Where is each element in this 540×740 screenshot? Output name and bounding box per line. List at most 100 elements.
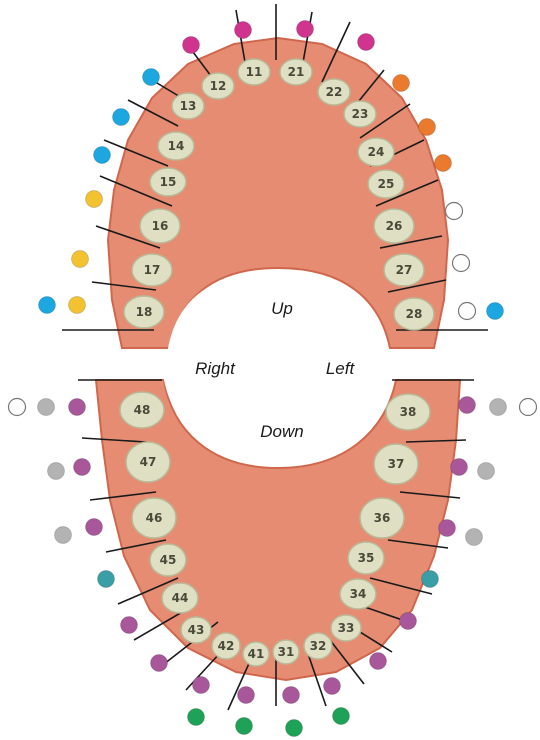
tooth-number: 31 <box>278 645 295 659</box>
purple-marker <box>121 617 138 634</box>
blue-marker <box>94 147 111 164</box>
grey-marker <box>490 399 507 416</box>
green-marker <box>236 718 253 735</box>
tooth-number: 18 <box>136 305 153 319</box>
tooth-15: 15 <box>150 168 186 196</box>
teal-marker <box>422 571 439 588</box>
white-marker <box>459 303 476 320</box>
tooth-32: 32 <box>304 633 332 659</box>
tooth-33: 33 <box>331 615 361 641</box>
tooth-number: 28 <box>406 307 423 321</box>
tooth-number: 13 <box>180 99 197 113</box>
jaw-arches <box>96 38 460 680</box>
white-marker <box>9 399 26 416</box>
tooth-number: 36 <box>374 511 391 525</box>
blue-marker <box>143 69 160 86</box>
teal-marker <box>98 571 115 588</box>
tooth-number: 22 <box>326 85 343 99</box>
tooth-24: 24 <box>358 138 394 166</box>
purple-marker <box>324 678 341 695</box>
purple-marker <box>69 399 86 416</box>
tooth-43: 43 <box>181 617 211 643</box>
white-marker <box>453 255 470 272</box>
blue-marker <box>113 109 130 126</box>
label-right: Right <box>195 359 236 378</box>
white-marker <box>520 399 537 416</box>
tooth-41: 41 <box>243 642 269 666</box>
tooth-16: 16 <box>140 209 180 243</box>
pink-marker <box>358 34 375 51</box>
green-marker <box>333 708 350 725</box>
grey-marker <box>478 463 495 480</box>
tooth-number: 47 <box>140 455 157 469</box>
tooth-23: 23 <box>344 101 376 127</box>
blue-marker <box>39 297 56 314</box>
purple-marker <box>370 653 387 670</box>
tooth-number: 38 <box>400 405 417 419</box>
tooth-number: 35 <box>358 551 375 565</box>
pink-marker <box>297 21 314 38</box>
tooth-number: 16 <box>152 219 169 233</box>
tooth-number: 33 <box>338 621 355 635</box>
tooth-42: 42 <box>212 633 240 659</box>
tooth-number: 17 <box>144 263 161 277</box>
tooth-47: 47 <box>126 442 170 482</box>
purple-marker <box>151 655 168 672</box>
tooth-number: 14 <box>168 139 185 153</box>
tooth-number: 11 <box>246 65 263 79</box>
tooth-number: 21 <box>288 65 305 79</box>
label-left: Left <box>326 359 356 378</box>
tooth-38: 38 <box>386 394 430 430</box>
yellow-marker <box>86 191 103 208</box>
grey-marker <box>38 399 55 416</box>
tooth-number: 34 <box>350 587 367 601</box>
tooth-number: 41 <box>248 647 265 661</box>
tooth-28: 28 <box>394 298 434 330</box>
grey-marker <box>466 529 483 546</box>
tooth-14: 14 <box>158 132 194 160</box>
tooth-number: 12 <box>210 79 227 93</box>
tooth-number: 26 <box>386 219 403 233</box>
tooth-27: 27 <box>384 254 424 286</box>
orange-marker <box>393 75 410 92</box>
grey-marker <box>55 527 72 544</box>
tooth-37: 37 <box>374 444 418 484</box>
tooth-number: 43 <box>188 623 205 637</box>
tooth-number: 45 <box>160 553 177 567</box>
purple-marker <box>439 520 456 537</box>
tooth-18: 18 <box>124 296 164 328</box>
white-marker <box>446 203 463 220</box>
tooth-36: 36 <box>360 498 404 538</box>
purple-marker <box>451 459 468 476</box>
tooth-number: 27 <box>396 263 413 277</box>
tooth-number: 25 <box>378 177 395 191</box>
tooth-11: 11 <box>238 59 270 85</box>
pink-marker <box>183 37 200 54</box>
tooth-number: 42 <box>218 639 235 653</box>
green-marker <box>286 720 303 737</box>
tooth-22: 22 <box>318 79 350 105</box>
tooth-26: 26 <box>374 209 414 243</box>
tooth-17: 17 <box>132 254 172 286</box>
tooth-number: 46 <box>146 511 163 525</box>
tooth-number: 15 <box>160 175 177 189</box>
tooth-48: 48 <box>120 392 164 428</box>
grey-marker <box>48 463 65 480</box>
tooth-number: 32 <box>310 639 327 653</box>
label-down: Down <box>260 422 303 441</box>
tooth-44: 44 <box>162 583 198 613</box>
purple-marker <box>74 459 91 476</box>
yellow-marker <box>72 251 89 268</box>
orange-marker <box>419 119 436 136</box>
tooth-number: 44 <box>172 591 189 605</box>
orange-marker <box>435 155 452 172</box>
pink-marker <box>235 22 252 39</box>
tooth-25: 25 <box>368 170 404 198</box>
label-up: Up <box>271 299 293 318</box>
tooth-number: 24 <box>368 145 385 159</box>
tooth-46: 46 <box>132 498 176 538</box>
purple-marker <box>459 397 476 414</box>
purple-marker <box>238 687 255 704</box>
yellow-marker <box>69 297 86 314</box>
